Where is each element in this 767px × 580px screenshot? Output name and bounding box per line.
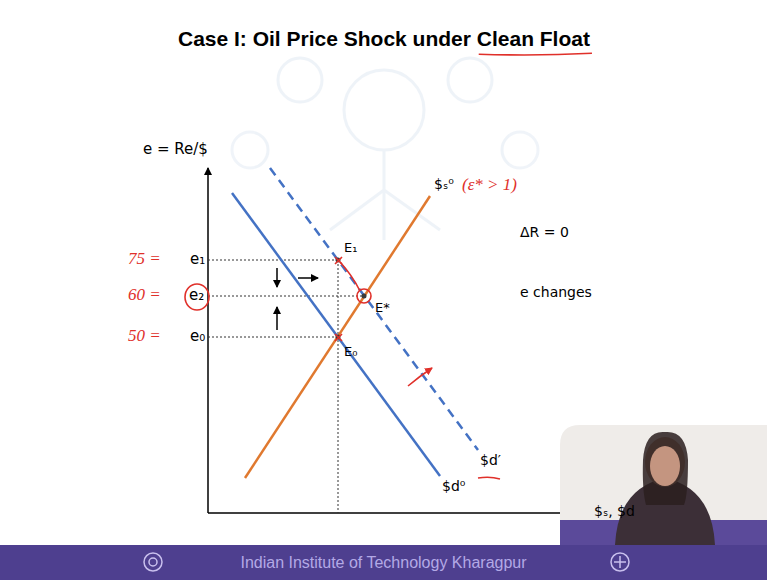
note-text: ΔR = 0 [520, 224, 569, 241]
note-text: e changes [520, 284, 592, 301]
curve-label: $ₛ⁰ [434, 176, 454, 193]
handwritten-note: 60 = [128, 285, 161, 305]
handwritten-note: (ε* > 1) [462, 175, 517, 195]
guide-lines [208, 260, 364, 513]
curve-label: $d′ [480, 452, 501, 469]
axis-tick-label: e₁ [190, 250, 205, 268]
supply-line [245, 196, 430, 478]
axis-label: $ₛ, $d [594, 503, 635, 520]
handwritten-note: 75 = [128, 249, 161, 269]
movement-arrows [277, 268, 318, 330]
point-label: E₁ [344, 240, 357, 256]
handwritten-marks [185, 257, 500, 479]
demand-line [232, 193, 440, 476]
axis-label: e = Re/$ [143, 140, 208, 158]
point-label: E₀ [344, 344, 357, 360]
slide-title: Case I: Oil Price Shock under Clean Floa… [178, 26, 590, 51]
presenter-video [560, 425, 767, 545]
handwritten-note: 50 = [128, 326, 161, 346]
new-demand-line [270, 168, 478, 450]
point-label: E* [375, 300, 390, 316]
handwritten-underline [479, 53, 592, 55]
axes [208, 168, 588, 513]
footer-bar [0, 545, 767, 580]
watermark-graphic [232, 58, 538, 240]
axis-tick-label: e₀ [190, 327, 205, 345]
equilibrium-points [336, 258, 367, 340]
footer-text: Indian Institute of Technology Kharagpur [0, 553, 767, 572]
axis-tick-label: e₂ [189, 286, 204, 304]
curve-label: $d⁰ [442, 478, 465, 495]
